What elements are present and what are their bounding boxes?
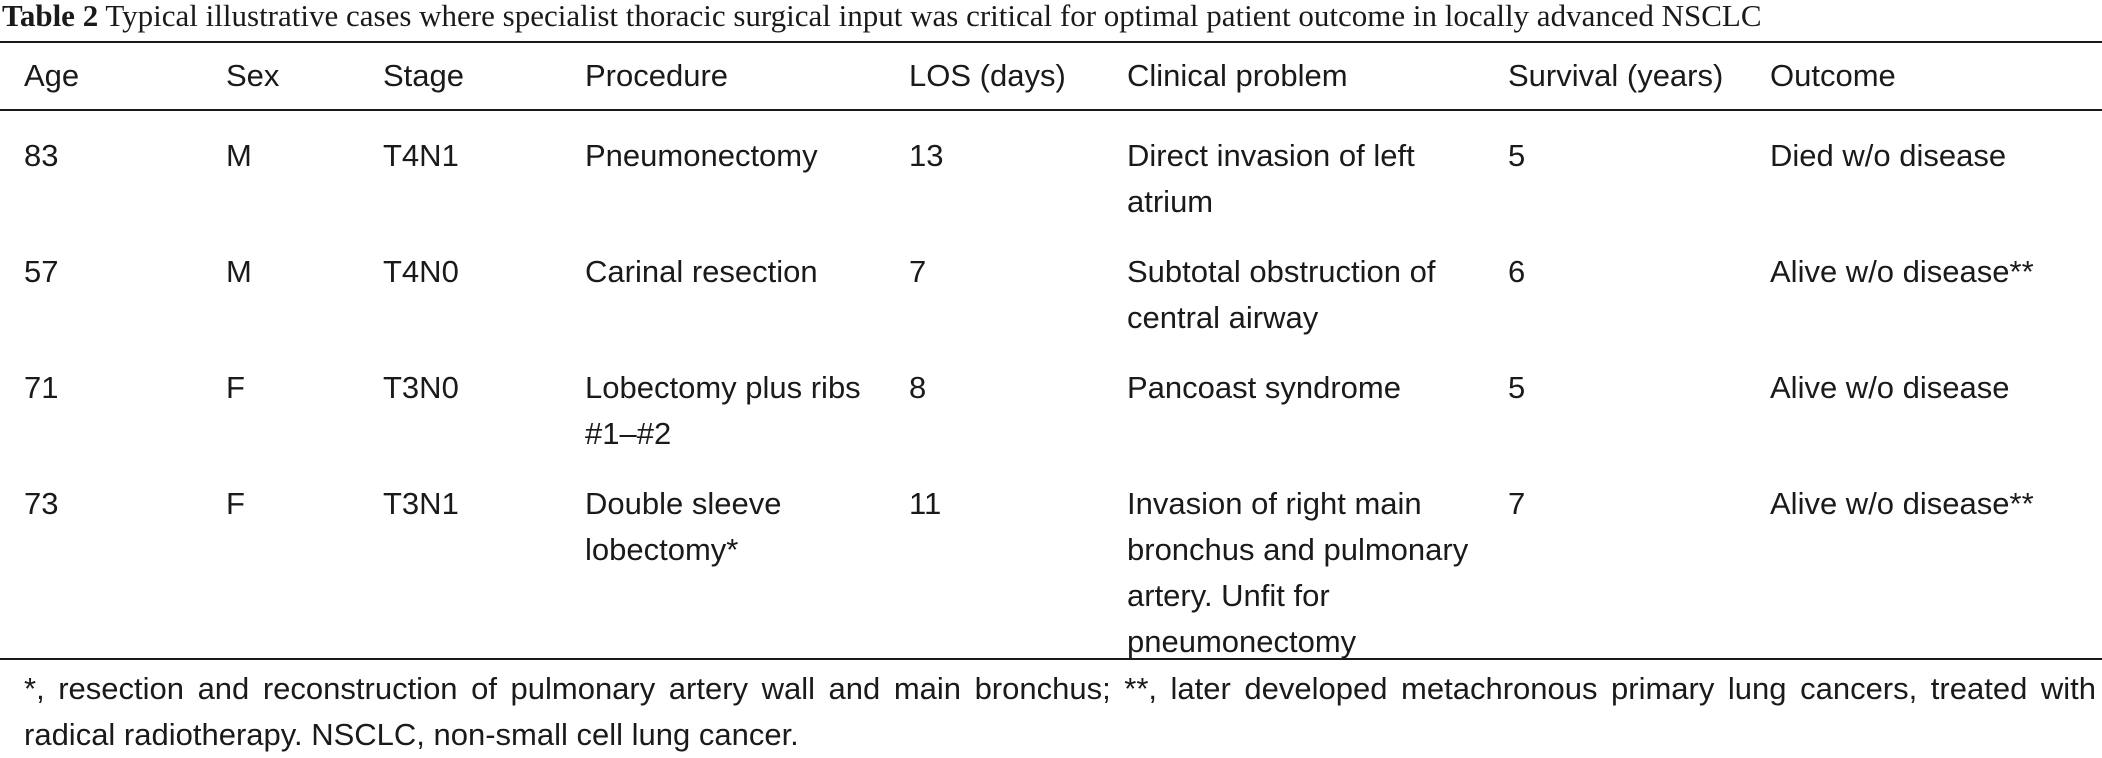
cell-sex: M [226, 138, 252, 173]
table-caption: Table 2 Typical illustrative cases where… [0, 0, 2102, 40]
table-footnote: *, resection and reconstruction of pulmo… [24, 671, 2096, 752]
cell-sex: F [226, 370, 245, 405]
column-header-los: LOS (days) [909, 58, 1066, 93]
cell-clinical-problem: Subtotal obstruction of central airway [1127, 254, 1436, 335]
cell-age: 83 [24, 138, 59, 173]
cell-outcome: Died w/o disease [1770, 138, 2007, 173]
cell-procedure: Lobectomy plus ribs #1–#2 [585, 370, 861, 451]
cell-outcome: Alive w/o disease** [1770, 486, 2034, 521]
cell-clinical-problem: Pancoast syndrome [1127, 370, 1401, 405]
cell-los: 7 [909, 254, 927, 289]
cell-los: 13 [909, 138, 944, 173]
column-header-sex: Sex [226, 58, 280, 93]
cell-los: 11 [909, 486, 942, 521]
table-row: 71 F T3N0 Lobectomy plus ribs #1–#2 8 Pa… [0, 341, 2102, 457]
column-header-age: Age [24, 58, 80, 93]
column-header-clinical-problem: Clinical problem [1127, 58, 1348, 93]
cell-outcome: Alive w/o disease [1770, 370, 2010, 405]
top-rule [0, 41, 2102, 43]
cell-age: 71 [24, 370, 59, 405]
cell-los: 8 [909, 370, 927, 405]
cell-sex: M [226, 254, 252, 289]
table-label: Table 2 [2, 0, 99, 33]
cell-outcome: Alive w/o disease** [1770, 254, 2034, 289]
cell-procedure: Pneumonectomy [585, 138, 818, 173]
cell-clinical-problem: Invasion of right main bronchus and pulm… [1127, 486, 1469, 659]
cell-age: 73 [24, 486, 59, 521]
cell-clinical-problem: Direct invasion of left atrium [1127, 138, 1415, 219]
cell-survival: 6 [1508, 254, 1526, 289]
column-header-stage: Stage [383, 58, 465, 93]
cell-stage: T4N0 [383, 254, 459, 289]
cell-stage: T3N0 [383, 370, 459, 405]
bottom-rule [0, 658, 2102, 660]
column-header-procedure: Procedure [585, 58, 729, 93]
cell-survival: 5 [1508, 370, 1526, 405]
header-row: Age Sex Stage Procedure LOS (days) Clini… [0, 43, 2102, 109]
cell-sex: F [226, 486, 245, 521]
header-rule [0, 109, 2102, 111]
cell-stage: T3N1 [383, 486, 459, 521]
table-row: 57 M T4N0 Carinal resection 7 Subtotal o… [0, 225, 2102, 341]
cell-stage: T4N1 [383, 138, 459, 173]
column-header-outcome: Outcome [1770, 58, 1896, 93]
table-title: Typical illustrative cases where special… [105, 0, 1762, 33]
data-table: Age Sex Stage Procedure LOS (days) Clini… [0, 43, 2102, 665]
table-row: 83 M T4N1 Pneumonectomy 13 Direct invasi… [0, 109, 2102, 225]
cell-age: 57 [24, 254, 59, 289]
cell-procedure: Carinal resection [585, 254, 818, 289]
cell-survival: 7 [1508, 486, 1526, 521]
column-header-survival: Survival (years) [1508, 58, 1724, 93]
cell-survival: 5 [1508, 138, 1526, 173]
table-row: 73 F T3N1 Double sleeve lobectomy* 11 In… [0, 457, 2102, 665]
cell-procedure: Double sleeve lobectomy* [585, 486, 782, 567]
